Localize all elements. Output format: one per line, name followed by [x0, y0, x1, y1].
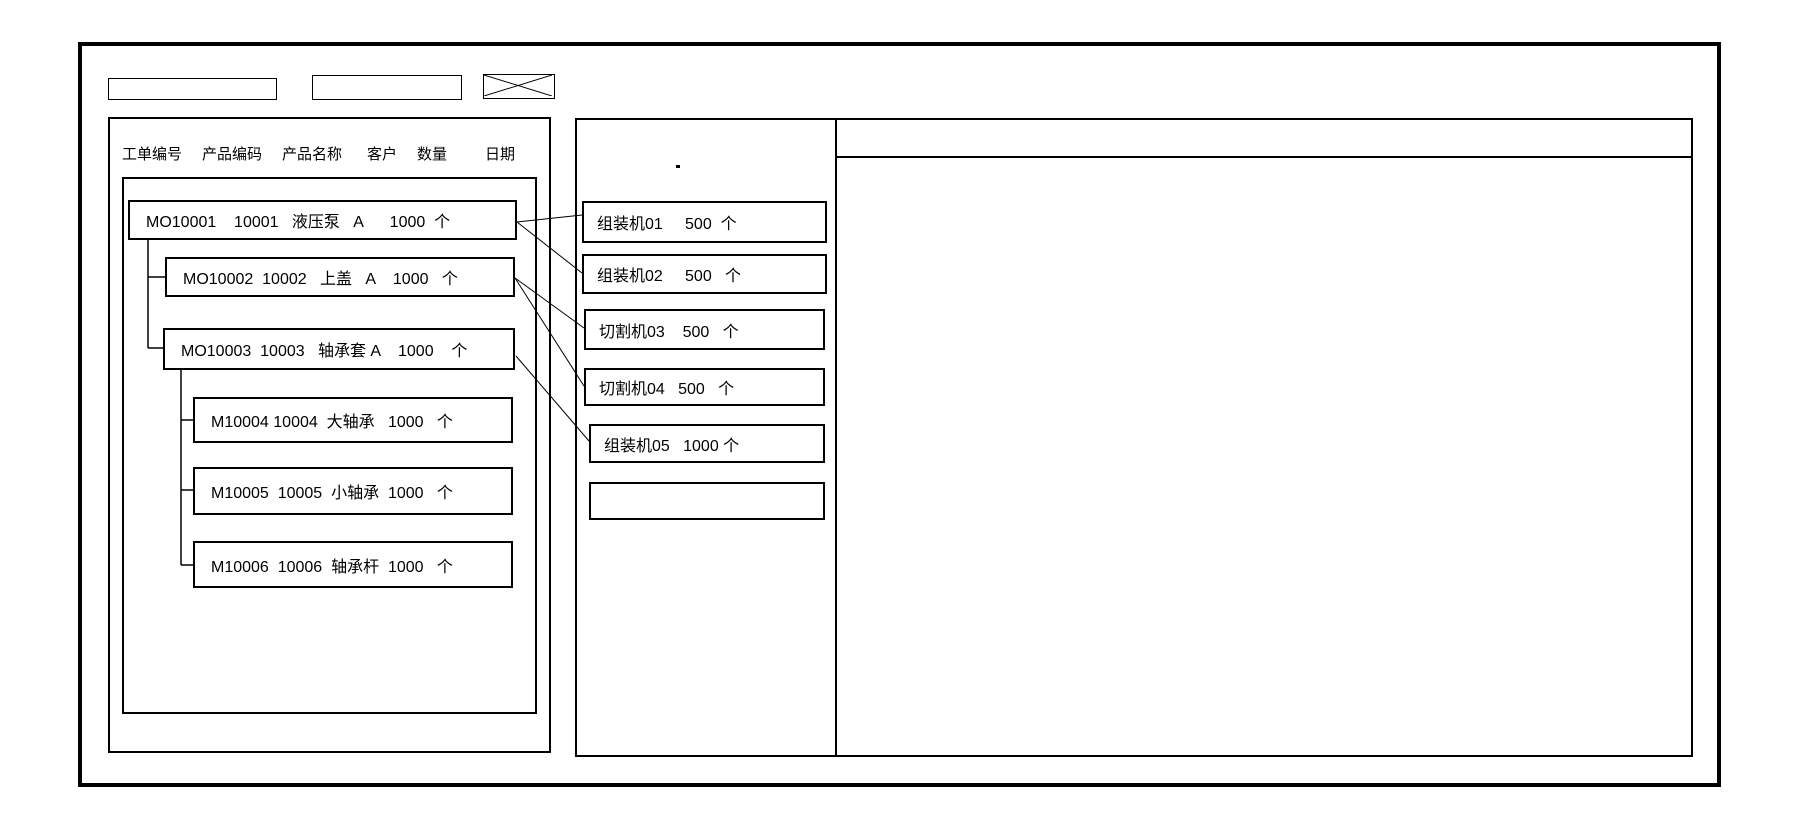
column-header-date: 日期	[485, 146, 516, 163]
work-order-item-mo10002[interactable]: MO10002 10002 上盖 A 1000 个	[165, 257, 515, 297]
column-header-work-order-no: 工单编号	[122, 146, 183, 163]
work-order-item-m10004[interactable]: M10004 10004 大轴承 1000 个	[193, 397, 513, 443]
detail-panel-header-divider	[837, 156, 1691, 158]
window-frame	[78, 42, 1721, 787]
dot-marker	[676, 165, 680, 168]
machine-item-qgj04[interactable]: 切割机04 500 个	[584, 368, 825, 406]
work-order-item-m10005[interactable]: M10005 10005 小轴承 1000 个	[193, 467, 513, 515]
close-x-icon	[484, 75, 552, 96]
column-header-quantity: 数量	[417, 146, 448, 163]
machine-item-zzj02[interactable]: 组装机02 500 个	[582, 254, 827, 294]
toolbar-field-1[interactable]	[108, 78, 277, 100]
machine-item-zzj01[interactable]: 组装机01 500 个	[582, 201, 827, 243]
column-header-product-name: 产品名称	[282, 146, 343, 163]
column-header-customer: 客户	[367, 146, 398, 163]
work-order-item-m10006[interactable]: M10006 10006 轴承杆 1000 个	[193, 541, 513, 588]
detail-panel-border	[835, 118, 1693, 757]
machine-item-qgj03[interactable]: 切割机03 500 个	[584, 309, 825, 350]
work-order-item-mo10003[interactable]: MO10003 10003 轴承套 A 1000 个	[163, 328, 515, 370]
close-button[interactable]	[483, 74, 555, 99]
toolbar-field-2[interactable]	[312, 75, 462, 100]
machine-item-empty[interactable]	[589, 482, 825, 520]
machine-item-zzj05[interactable]: 组装机05 1000 个	[589, 424, 825, 463]
work-order-item-mo10001[interactable]: MO10001 10001 液压泵 A 1000 个	[128, 200, 517, 240]
column-header-product-code: 产品编码	[202, 146, 263, 163]
